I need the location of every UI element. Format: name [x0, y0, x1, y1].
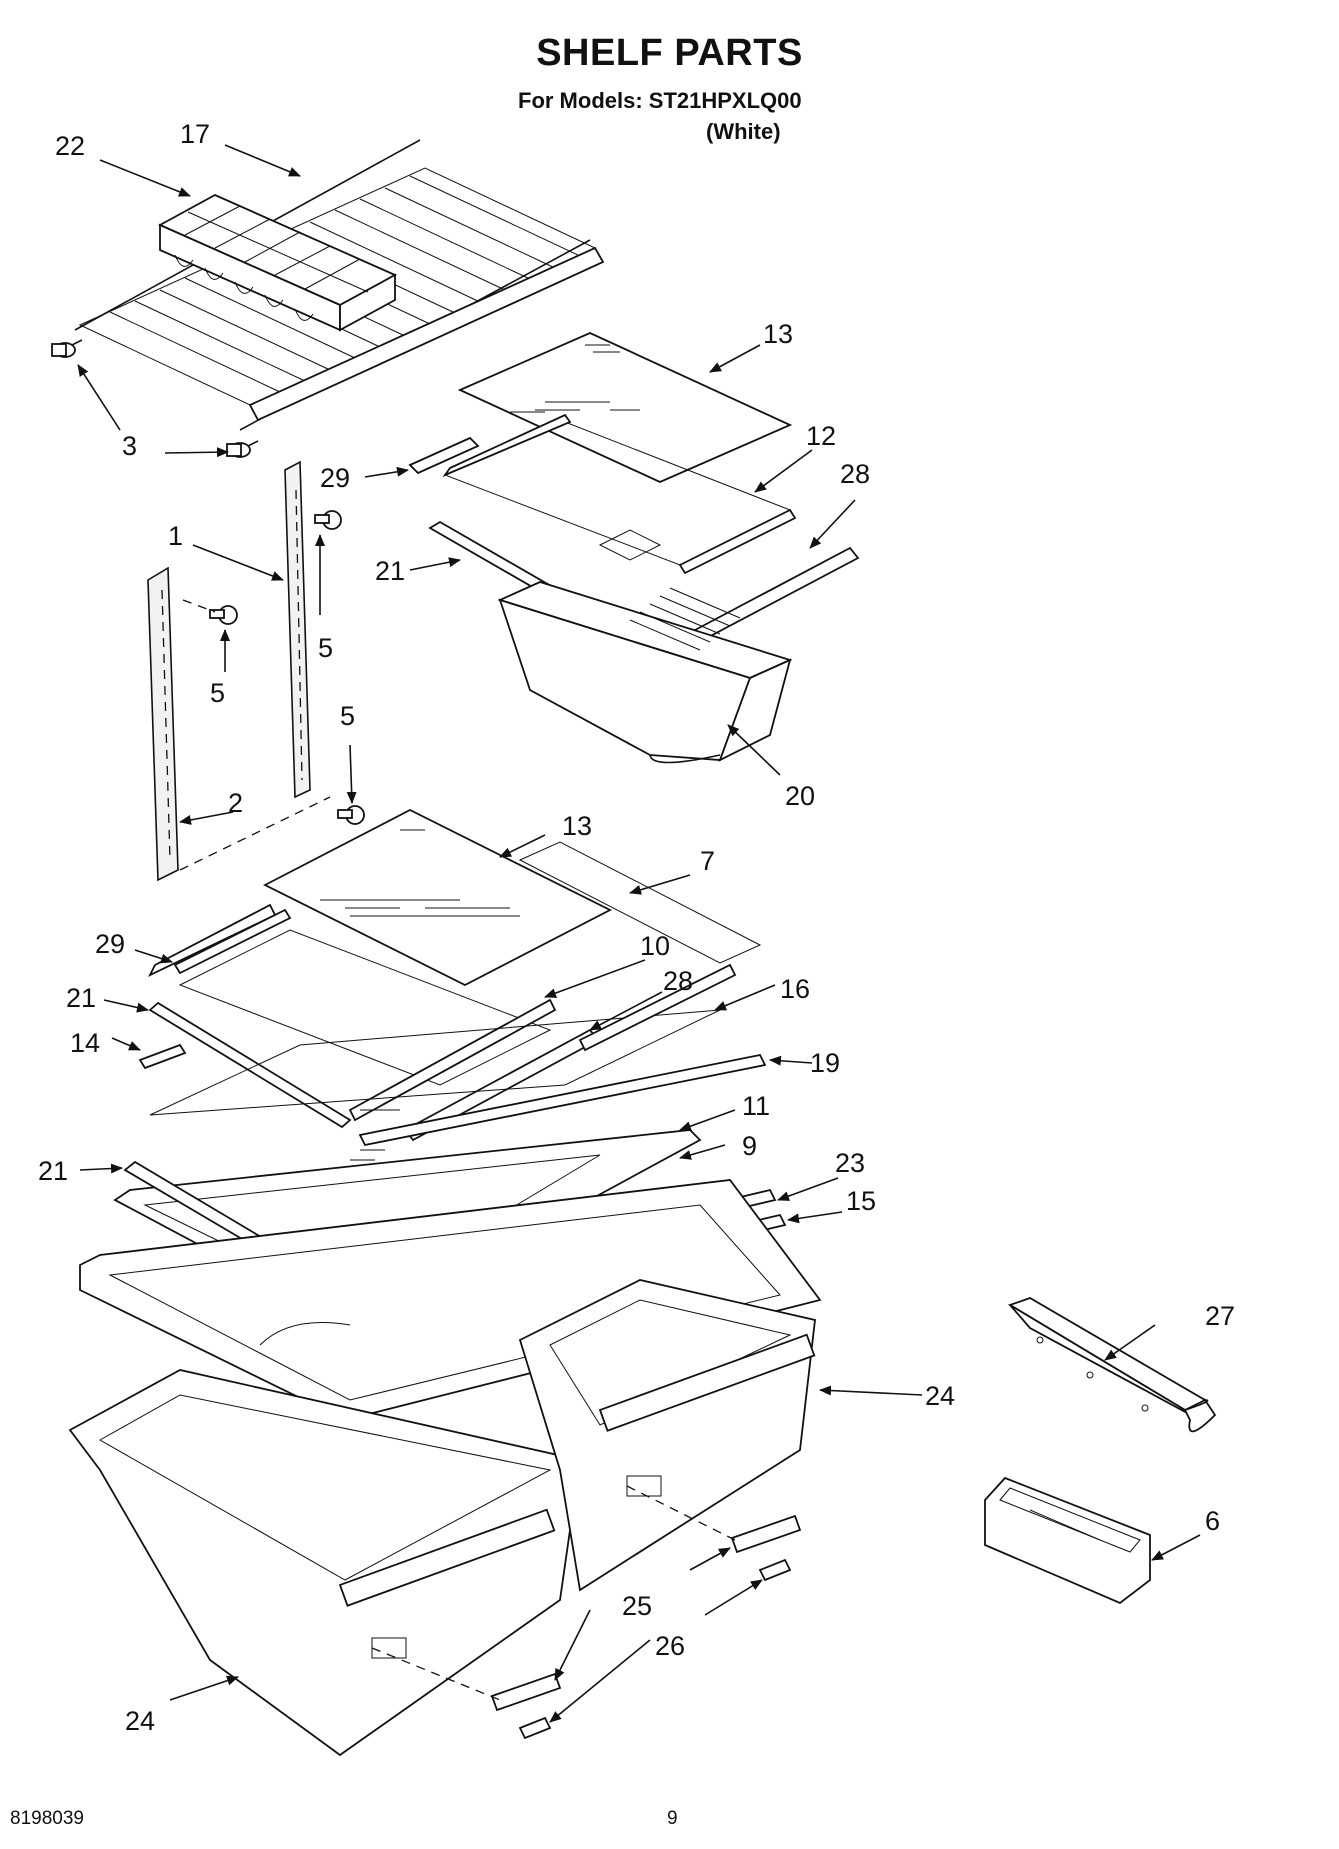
trim-29-lower	[173, 908, 292, 975]
door-bin-27	[1007, 1297, 1217, 1433]
callout-27: 27	[1205, 1301, 1235, 1331]
leader-lines	[77, 144, 1201, 1723]
screw-5c	[337, 805, 365, 825]
trim-29-upper	[408, 436, 480, 475]
callout-29-lower: 29	[95, 929, 125, 959]
callout-1: 1	[168, 521, 183, 551]
callout-13-upper: 13	[763, 319, 793, 349]
callout-21-upper: 21	[375, 556, 405, 586]
shelf-peg-3a	[51, 339, 83, 358]
callout-5-a: 5	[318, 633, 333, 663]
screw-5a	[314, 510, 342, 530]
callout-21-lower: 21	[38, 1156, 68, 1186]
callout-20: 20	[785, 781, 815, 811]
trim-21-mid	[148, 1001, 352, 1129]
trim-19	[358, 1053, 767, 1147]
crisper-drawer-24-right	[518, 1279, 816, 1592]
page-title: SHELF PARTS	[536, 32, 803, 74]
shelf-frame-10	[148, 903, 557, 1122]
callout-15: 15	[846, 1186, 876, 1216]
glass-shelf-13-upper	[457, 332, 793, 483]
crisper-drawer-24-left	[68, 1369, 582, 1757]
callout-22: 22	[55, 131, 85, 161]
callout-2: 2	[228, 788, 243, 818]
glass-shelf-13-lower	[263, 808, 612, 987]
callout-21-mid: 21	[66, 983, 96, 1013]
models-line: For Models: ST21HPXLQ00	[518, 88, 802, 113]
drawer-20	[497, 529, 793, 764]
shelf-peg-3b	[226, 440, 259, 458]
dairy-bin-6	[984, 1476, 1151, 1605]
callout-19: 19	[810, 1048, 840, 1078]
cover-7	[518, 841, 762, 964]
trim-28-upper	[693, 546, 860, 642]
color-line: (White)	[706, 119, 781, 144]
shelf-support-2	[147, 566, 179, 882]
wire-shelf-17	[74, 139, 605, 431]
slide-25-left	[490, 1672, 562, 1712]
callout-6: 6	[1205, 1506, 1220, 1536]
callout-24-right: 24	[925, 1381, 955, 1411]
callout-16: 16	[780, 974, 810, 1004]
callout-7: 7	[700, 846, 715, 876]
clip-26-right	[758, 1558, 792, 1582]
page-number: 9	[667, 1808, 678, 1829]
callout-29-upper: 29	[320, 463, 350, 493]
doc-number: 8198039	[10, 1808, 84, 1829]
callout-25: 25	[622, 1591, 652, 1621]
callout-3: 3	[122, 431, 137, 461]
callout-5-c: 5	[340, 701, 355, 731]
shelf-support-1	[284, 460, 311, 799]
callout-23: 23	[835, 1148, 865, 1178]
callout-13-lower: 13	[562, 811, 592, 841]
screw-5b	[209, 605, 238, 625]
callout-12: 12	[806, 421, 836, 451]
trim-14	[138, 1043, 187, 1070]
callout-9: 9	[742, 1131, 757, 1161]
callout-5-b: 5	[210, 678, 225, 708]
shelf-frame-12-upper	[442, 413, 797, 575]
slide-25-right	[730, 1514, 802, 1554]
callout-11: 11	[742, 1091, 770, 1121]
callout-28-lower: 28	[663, 966, 693, 996]
callout-10: 10	[640, 931, 670, 961]
callout-28-upper: 28	[840, 459, 870, 489]
ice-tray-22	[157, 193, 398, 332]
callout-24-left: 24	[125, 1706, 155, 1736]
callout-26: 26	[655, 1631, 685, 1661]
clip-26-left	[518, 1716, 552, 1740]
callout-14: 14	[70, 1028, 100, 1058]
crisper-cover	[79, 1179, 822, 1421]
callout-17: 17	[180, 119, 210, 149]
trim-16	[578, 963, 737, 1052]
